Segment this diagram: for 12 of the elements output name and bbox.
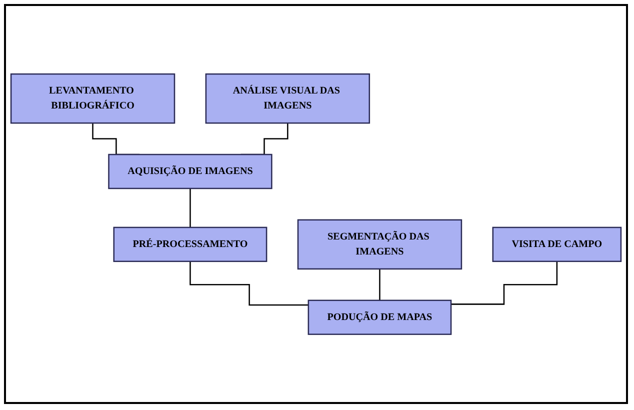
connector <box>451 260 558 305</box>
node-box <box>308 300 452 335</box>
connector <box>190 188 191 228</box>
node-box <box>113 226 268 262</box>
node-box <box>492 226 622 262</box>
node-box <box>205 73 370 124</box>
connector <box>379 268 380 301</box>
connector <box>190 260 308 306</box>
node-box <box>108 154 272 189</box>
diagram-frame: LEVANTAMENTO BIBLIOGRÁFICO ANÁLISE VISUAL DAS IMAGENS AQUISIÇÃO DE IMAGENS PRÉ-PROCESSAMENTO SEGMENTAÇÃO DAS IMAGENS VISITA DE CAMPO PODUÇÃO DE MAPAS <box>4 4 628 404</box>
node-box <box>297 219 462 270</box>
node-box <box>10 73 176 124</box>
